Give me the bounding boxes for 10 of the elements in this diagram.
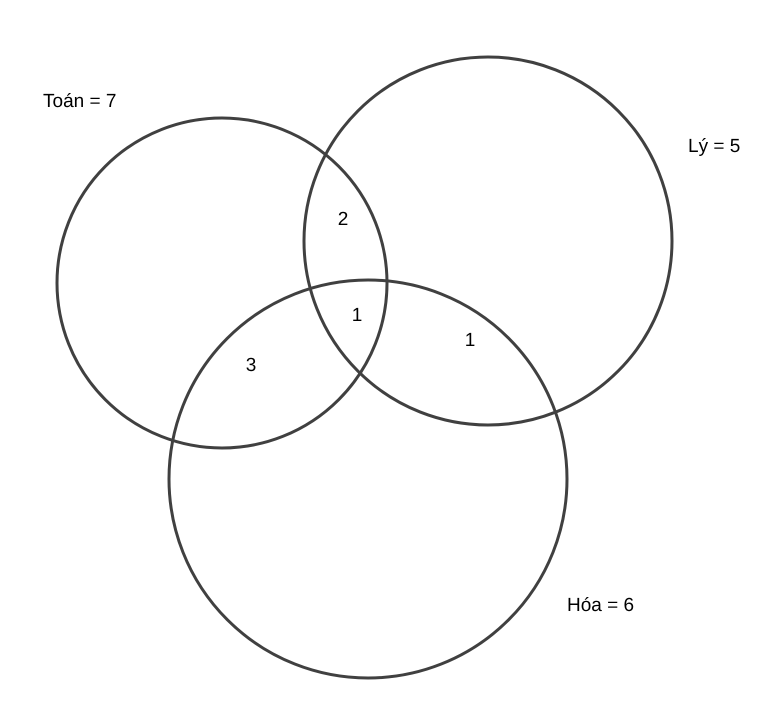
set-label: Hóa = 6 (567, 595, 634, 617)
region-count: 1 (352, 305, 362, 327)
region-count: 1 (464, 330, 476, 352)
set-label: Toán = 7 (43, 91, 116, 113)
set-label: Lý = 5 (688, 136, 740, 158)
set-circle (56, 116, 388, 450)
region-count: 3 (246, 355, 256, 377)
set-circle (302, 56, 674, 426)
region-count: 2 (338, 209, 348, 231)
set-circle (168, 278, 568, 680)
